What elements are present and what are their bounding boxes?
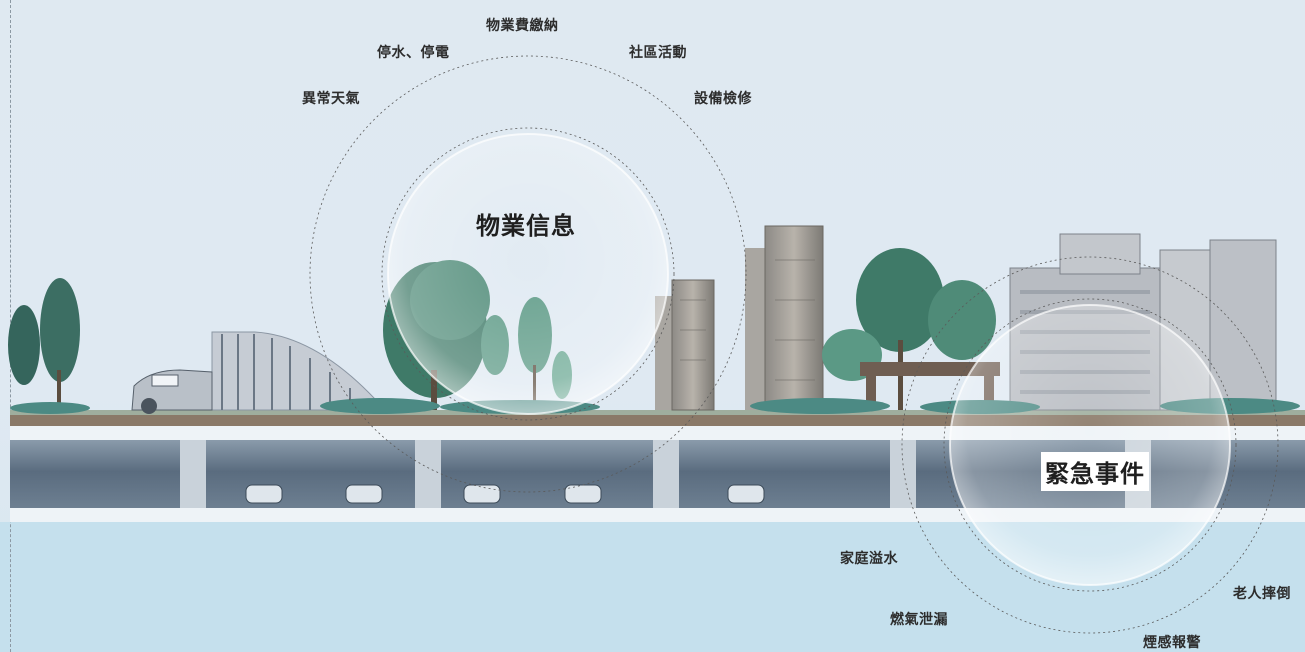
label-smoke-alarm: 煙感報警 xyxy=(1143,635,1201,651)
label-gas-leak: 燃氣泄漏 xyxy=(890,612,948,628)
emergency-bubble xyxy=(901,256,1279,634)
garage-ramp xyxy=(211,331,387,411)
property-info-bubble xyxy=(309,55,747,493)
label-abnormal-weather: 異常天氣 xyxy=(302,91,360,107)
label-equipment-maintenance: 設備檢修 xyxy=(694,91,752,107)
trees-left xyxy=(8,278,80,410)
label-property-fee: 物業費繳納 xyxy=(486,18,559,34)
trees-right xyxy=(822,248,1000,410)
emergency-title: 緊急事件 xyxy=(1041,452,1149,491)
label-elderly-fall: 老人摔倒 xyxy=(1233,586,1291,602)
label-community-activity: 社區活動 xyxy=(629,45,687,61)
property-info-title: 物業信息 xyxy=(476,212,576,240)
parked-cars xyxy=(245,484,765,504)
label-home-flooding: 家庭溢水 xyxy=(840,551,898,567)
street-car xyxy=(131,369,213,414)
high-rise-towers xyxy=(655,225,824,411)
label-water-power-outage: 停水、停電 xyxy=(377,45,450,61)
